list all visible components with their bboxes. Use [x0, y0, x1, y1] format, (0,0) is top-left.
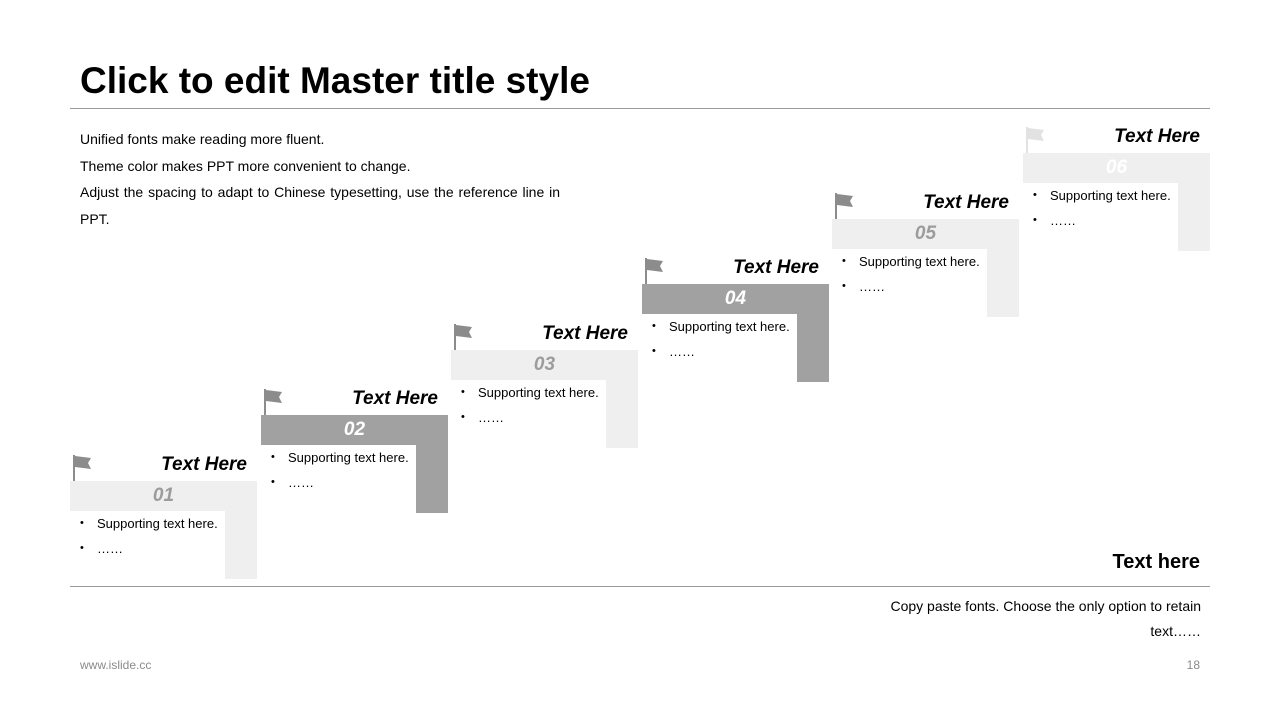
step-bullets: Supporting text here. …… [451, 380, 599, 430]
intro-line: Unified fonts make reading more fluent. [80, 131, 325, 147]
flag-icon [835, 193, 853, 219]
footer-title[interactable]: Text here [1112, 551, 1200, 573]
step-band [261, 415, 448, 445]
step-header: Text Here [832, 191, 1019, 219]
intro-line: Adjust the spacing to adapt to Chinese t… [80, 184, 560, 227]
step-header: Text Here [642, 256, 829, 284]
flag-icon [73, 455, 91, 481]
intro-text[interactable]: Unified fonts make reading more fluent. … [80, 126, 560, 232]
step-header: Text Here [1023, 125, 1210, 153]
flag-icon [264, 389, 282, 415]
step-04[interactable]: Text Here 04 Supporting text here. …… [642, 256, 829, 448]
title-rule [70, 108, 1210, 109]
step-header: Text Here [451, 322, 638, 350]
step-number: 03 [533, 354, 556, 375]
page-number: 18 [1186, 658, 1200, 672]
flag-icon [1026, 127, 1044, 153]
list-item: …… [832, 274, 980, 299]
step-number: 04 [724, 288, 747, 309]
step-number: 05 [914, 223, 937, 244]
site-url: www.islide.cc [80, 658, 152, 672]
step-side-bar [797, 314, 829, 382]
step-bullets: Supporting text here. …… [261, 445, 409, 495]
step-label: Text Here [733, 257, 819, 278]
list-item: …… [1023, 208, 1171, 233]
list-item: …… [70, 536, 218, 561]
step-02[interactable]: Text Here 02 Supporting text here. …… [261, 387, 448, 579]
step-05[interactable]: Text Here 05 Supporting text here. …… [832, 191, 1019, 383]
step-side-bar [987, 249, 1019, 317]
step-label: Text Here [352, 388, 438, 409]
step-band [70, 481, 257, 511]
step-label: Text Here [1114, 126, 1200, 147]
list-item: Supporting text here. [451, 380, 599, 405]
step-header: Text Here [70, 453, 257, 481]
step-side-bar [606, 380, 638, 448]
footer-rule [70, 586, 1210, 587]
step-side-bar [416, 445, 448, 513]
step-header: Text Here [261, 387, 448, 415]
step-side-bar [225, 511, 257, 579]
step-label: Text Here [542, 323, 628, 344]
list-item: …… [642, 339, 790, 364]
flag-icon [454, 324, 472, 350]
step-label: Text Here [923, 192, 1009, 213]
footer-text[interactable]: Copy paste fonts. Choose the only option… [890, 598, 1201, 639]
step-side-bar [1178, 183, 1210, 251]
list-item: Supporting text here. [1023, 183, 1171, 208]
step-label: Text Here [161, 454, 247, 475]
step-number: 06 [1105, 157, 1128, 178]
step-bullets: Supporting text here. …… [1023, 183, 1171, 233]
step-01[interactable]: Text Here 01 Supporting text here. …… [70, 453, 257, 645]
list-item: Supporting text here. [70, 511, 218, 536]
step-band [832, 219, 1019, 249]
step-bullets: Supporting text here. …… [832, 249, 980, 299]
step-number: 01 [152, 485, 175, 506]
step-band [642, 284, 829, 314]
slide-title[interactable]: Click to edit Master title style [80, 60, 590, 101]
list-item: Supporting text here. [261, 445, 409, 470]
list-item: Supporting text here. [642, 314, 790, 339]
step-band [1023, 153, 1210, 183]
step-number: 02 [343, 419, 366, 440]
list-item: …… [261, 470, 409, 495]
list-item: Supporting text here. [832, 249, 980, 274]
flag-icon [645, 258, 663, 284]
step-band [451, 350, 638, 380]
step-06[interactable]: Text Here 06 Supporting text here. …… [1023, 125, 1210, 317]
step-bullets: Supporting text here. …… [70, 511, 218, 561]
list-item: …… [451, 405, 599, 430]
intro-line: Theme color makes PPT more convenient to… [80, 157, 411, 174]
step-bullets: Supporting text here. …… [642, 314, 790, 364]
step-03[interactable]: Text Here 03 Supporting text here. …… [451, 322, 638, 514]
